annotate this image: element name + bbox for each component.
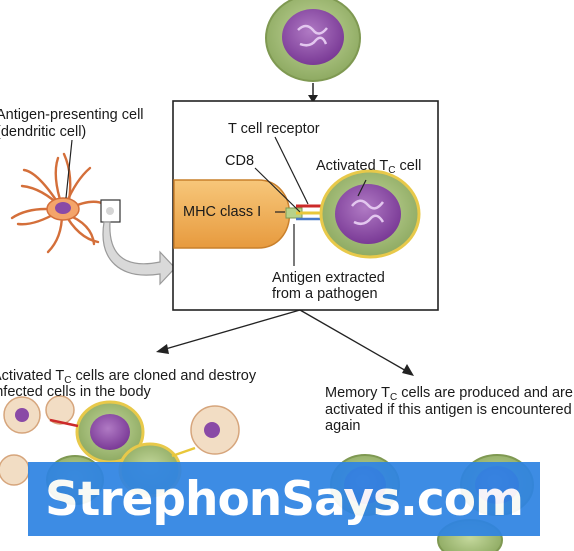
zoom-marker-dot	[106, 207, 114, 215]
cd8-pointer	[254, 167, 301, 213]
cd8-label: CD8	[225, 153, 255, 169]
memory-label-line3: again	[325, 418, 361, 434]
dendritic-nucleus	[55, 202, 71, 214]
cloned-label-line2: infected cells in the body	[0, 384, 151, 400]
apc-label-line1: Antigen-presenting cell	[0, 107, 144, 123]
watermark-banner: StrephonSays.com	[28, 462, 540, 536]
memory-label-line1: Memory TC cells are produced and are	[325, 385, 573, 403]
antigen-label-line2: from a pathogen	[272, 286, 378, 302]
arrow-left-head	[156, 344, 169, 354]
naive-t-cell	[265, 0, 361, 82]
activated-t-cell	[319, 169, 421, 259]
mhc-class-i-label: MHC class I	[183, 204, 262, 220]
arrow-right-head	[402, 364, 414, 376]
memory-label-line2: activated if this antigen is encountered	[325, 402, 572, 418]
arrow-right-branch	[299, 309, 409, 373]
apc-pointer	[65, 139, 73, 199]
activated-tc-label: Activated TC cell	[316, 158, 422, 176]
tcr-label: T cell receptor	[228, 121, 320, 137]
tcr-pointer	[274, 136, 309, 205]
apc-label-line2: (dendritic cell)	[0, 124, 87, 140]
antigen-label-line1: Antigen extracted	[272, 270, 385, 286]
arrow-head	[308, 95, 318, 103]
zoom-arrow	[102, 221, 176, 286]
arrow-left-branch	[161, 309, 301, 351]
cloned-label-line1: Activated TC cells are cloned and destro…	[0, 368, 257, 386]
activated-pointer	[357, 179, 367, 197]
